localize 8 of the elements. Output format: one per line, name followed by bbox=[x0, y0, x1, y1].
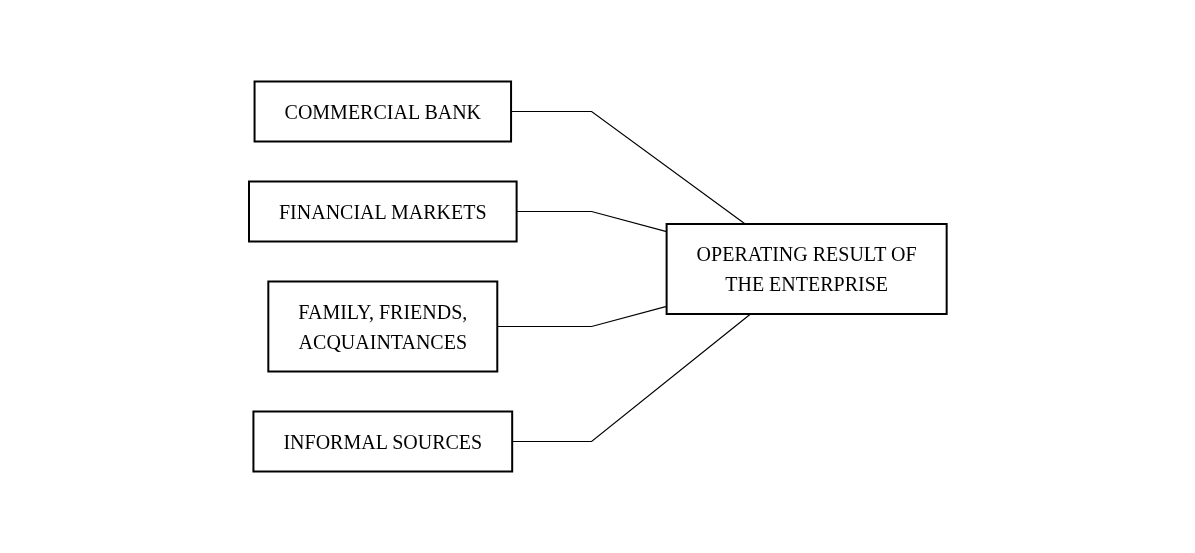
connector bbox=[496, 305, 667, 328]
node-box: OPERATING RESULT OF THE ENTERPRISE bbox=[665, 223, 948, 315]
connector bbox=[510, 110, 746, 225]
node-box: FINANCIAL MARKETS bbox=[247, 180, 518, 243]
node-box: INFORMAL SOURCES bbox=[252, 410, 513, 473]
node-box: FAMILY, FRIENDS, ACQUAINTANCES bbox=[267, 280, 498, 373]
connector bbox=[511, 313, 751, 443]
node-box: COMMERCIAL BANK bbox=[253, 80, 512, 143]
